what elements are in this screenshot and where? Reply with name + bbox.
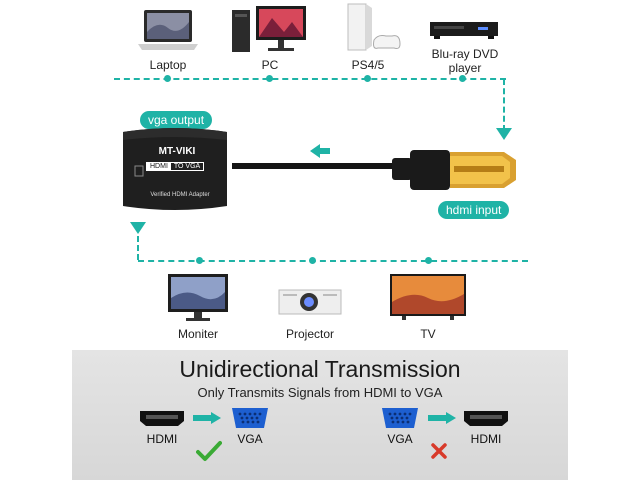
monitor-icon — [168, 274, 228, 321]
arrow-down-icon — [496, 128, 512, 140]
laptop-label: Laptop — [149, 58, 187, 72]
connector-dot — [364, 75, 371, 82]
connector-dot — [164, 75, 171, 82]
panel-subtitle: Only Transmits Signals from HDMI to VGA — [197, 385, 443, 400]
adapter-body — [123, 128, 227, 210]
cable — [232, 158, 412, 180]
panel-title: Unidirectional Transmission — [179, 356, 461, 382]
tv-icon — [390, 274, 466, 320]
pc-icon — [232, 6, 306, 52]
hdmi-plug-icon — [410, 150, 516, 190]
badge-hdmi: HDMI — [147, 163, 171, 170]
left-from-label: HDMI — [146, 432, 178, 446]
projector-icon — [278, 289, 342, 315]
right-to-label: HDMI — [470, 432, 502, 446]
game-console-icon — [347, 3, 401, 51]
connector-dot — [266, 75, 273, 82]
bluray-player-icon — [430, 22, 498, 39]
hdmi-input-badge: hdmi input — [438, 201, 510, 219]
badge-to-vga: TO VGA — [173, 163, 201, 170]
projector-label: Projector — [285, 327, 335, 341]
connector-dot — [459, 75, 466, 82]
adapter-caption: Verified HDMI Adapter — [150, 192, 210, 198]
right-from-label: VGA — [387, 432, 413, 446]
arrow-right-icon — [428, 412, 456, 424]
vga-output-badge: vga output — [140, 111, 213, 129]
pc-label: PC — [261, 58, 279, 72]
ps-label: PS4/5 — [351, 58, 385, 72]
vga-port-icon — [232, 408, 268, 428]
hdmi-port-icon — [464, 411, 508, 426]
adapter-brand: MT-VIKI — [158, 146, 196, 157]
bluray-label: Blu-ray DVD player — [431, 47, 499, 75]
left-to-label: VGA — [237, 432, 263, 446]
check-icon — [196, 441, 222, 461]
monitor-label: Moniter — [177, 327, 218, 341]
arrow-down-icon — [130, 222, 146, 234]
laptop-icon — [138, 10, 198, 50]
arrow-left-icon — [310, 144, 330, 158]
connector-dot — [425, 257, 432, 264]
vga-port-icon — [382, 408, 418, 428]
connector-dot — [309, 257, 316, 264]
adapter-badge: HDMI TO VGA — [146, 162, 205, 171]
hdmi-port-icon — [140, 411, 184, 426]
connector-dot — [196, 257, 203, 264]
arrow-right-icon — [193, 412, 221, 424]
cross-icon — [431, 443, 447, 459]
tv-label: TV — [420, 327, 436, 341]
